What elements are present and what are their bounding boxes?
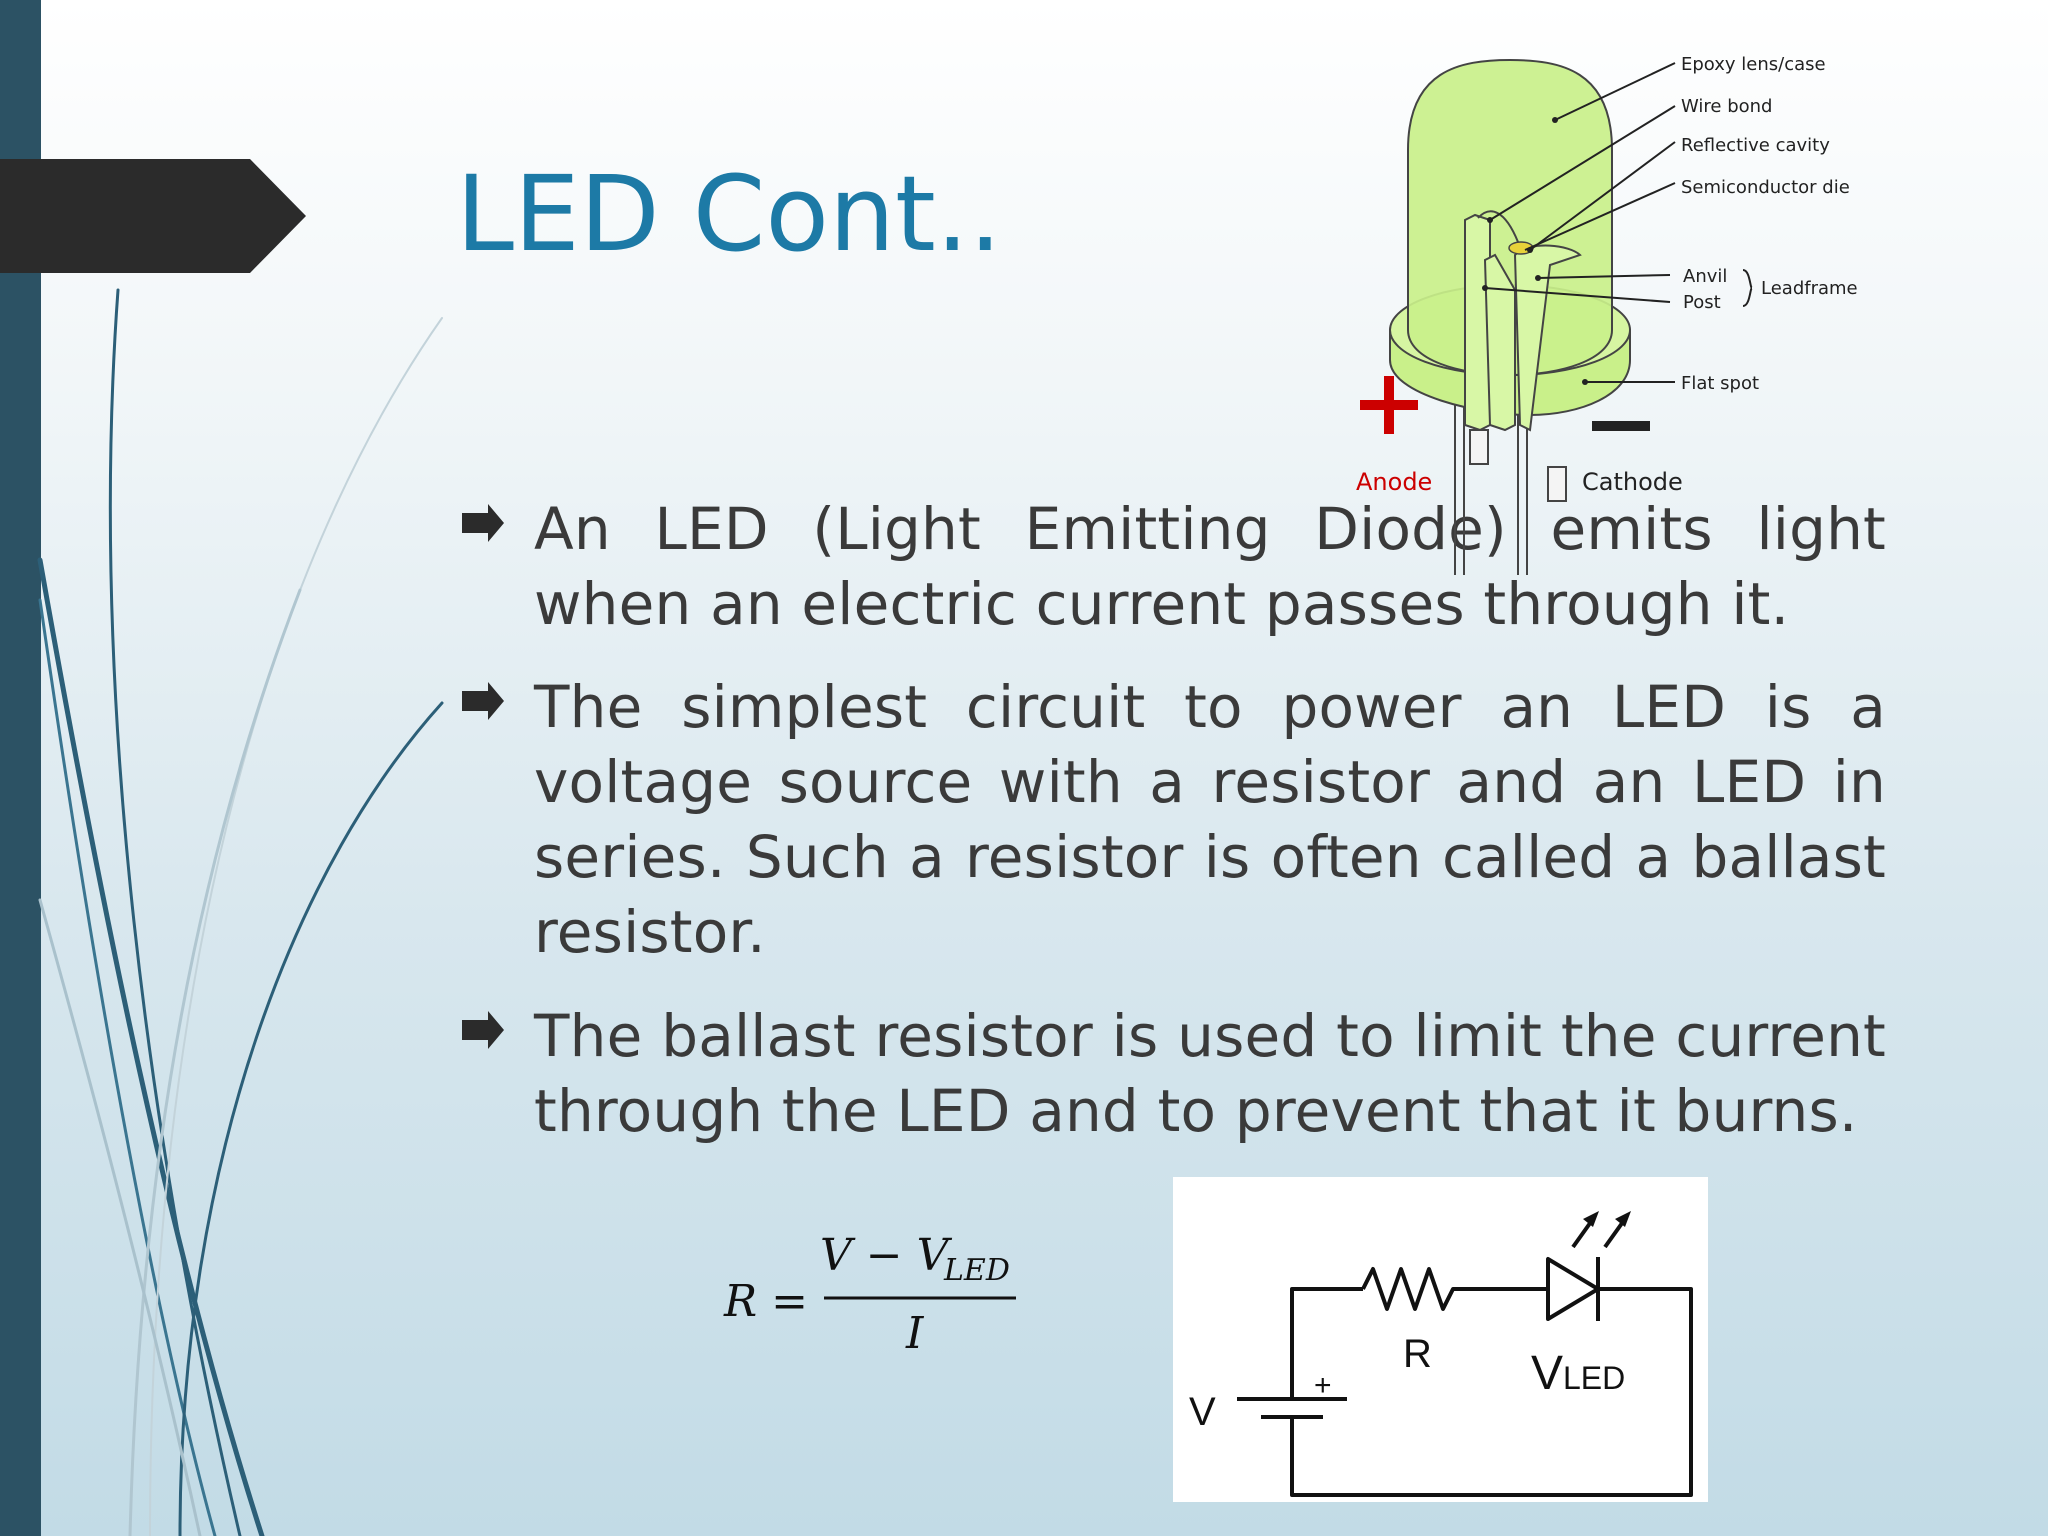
label-plus: + (1314, 1369, 1332, 1402)
bullet-item: An LED (Light Emitting Diode) emits ligh… (460, 492, 1886, 642)
label-v: V (1189, 1390, 1216, 1434)
light-emission-arrows-icon (1583, 1211, 1631, 1227)
bullet-text: The simplest circuit to power an LED is … (534, 673, 1886, 966)
label-leadframe: Leadframe (1761, 278, 1858, 299)
label-cathode: Cathode (1582, 468, 1683, 496)
arrow-bullet-icon (462, 1011, 504, 1049)
formula-denominator: I (905, 1308, 925, 1359)
label-vled: V (1531, 1347, 1563, 1400)
bullet-text: The ballast resistor is used to limit th… (534, 1002, 1886, 1145)
led-anatomy-diagram: Epoxy lens/case Wire bond Reflective cav… (1356, 54, 1858, 575)
arrow-bullet-icon (462, 682, 504, 720)
label-anode: Anode (1356, 468, 1432, 496)
bullet-item: The ballast resistor is used to limit th… (460, 999, 1886, 1149)
arrow-bullet-icon (462, 504, 504, 542)
label-wire-bond: Wire bond (1681, 96, 1772, 117)
minus-icon (1592, 421, 1650, 431)
label-post: Post (1683, 292, 1721, 313)
label-reflective-cavity: Reflective cavity (1681, 135, 1830, 156)
title-arrow-shape (0, 159, 306, 273)
formula-numerator-subscript: LED (943, 1253, 1010, 1288)
resistor-formula: R = V − V LED I (723, 1230, 1016, 1359)
slide-title: LED Cont.. (456, 153, 1002, 275)
label-anvil: Anvil (1683, 266, 1727, 287)
led-circuit-diagram: V + R V LED (1173, 1177, 1708, 1502)
formula-lhs: R = (723, 1276, 808, 1327)
label-epoxy: Epoxy lens/case (1681, 54, 1826, 75)
bullet-item: The simplest circuit to power an LED is … (460, 670, 1886, 970)
label-semiconductor-die: Semiconductor die (1681, 177, 1850, 198)
bullet-text: An LED (Light Emitting Diode) emits ligh… (534, 495, 1886, 638)
label-vled-subscript: LED (1563, 1360, 1625, 1396)
label-flat-spot: Flat spot (1681, 373, 1759, 394)
label-r: R (1403, 1332, 1432, 1376)
diode-icon (1546, 1257, 1600, 1321)
formula-numerator: V − V (820, 1230, 953, 1281)
plus-icon (1360, 376, 1418, 434)
